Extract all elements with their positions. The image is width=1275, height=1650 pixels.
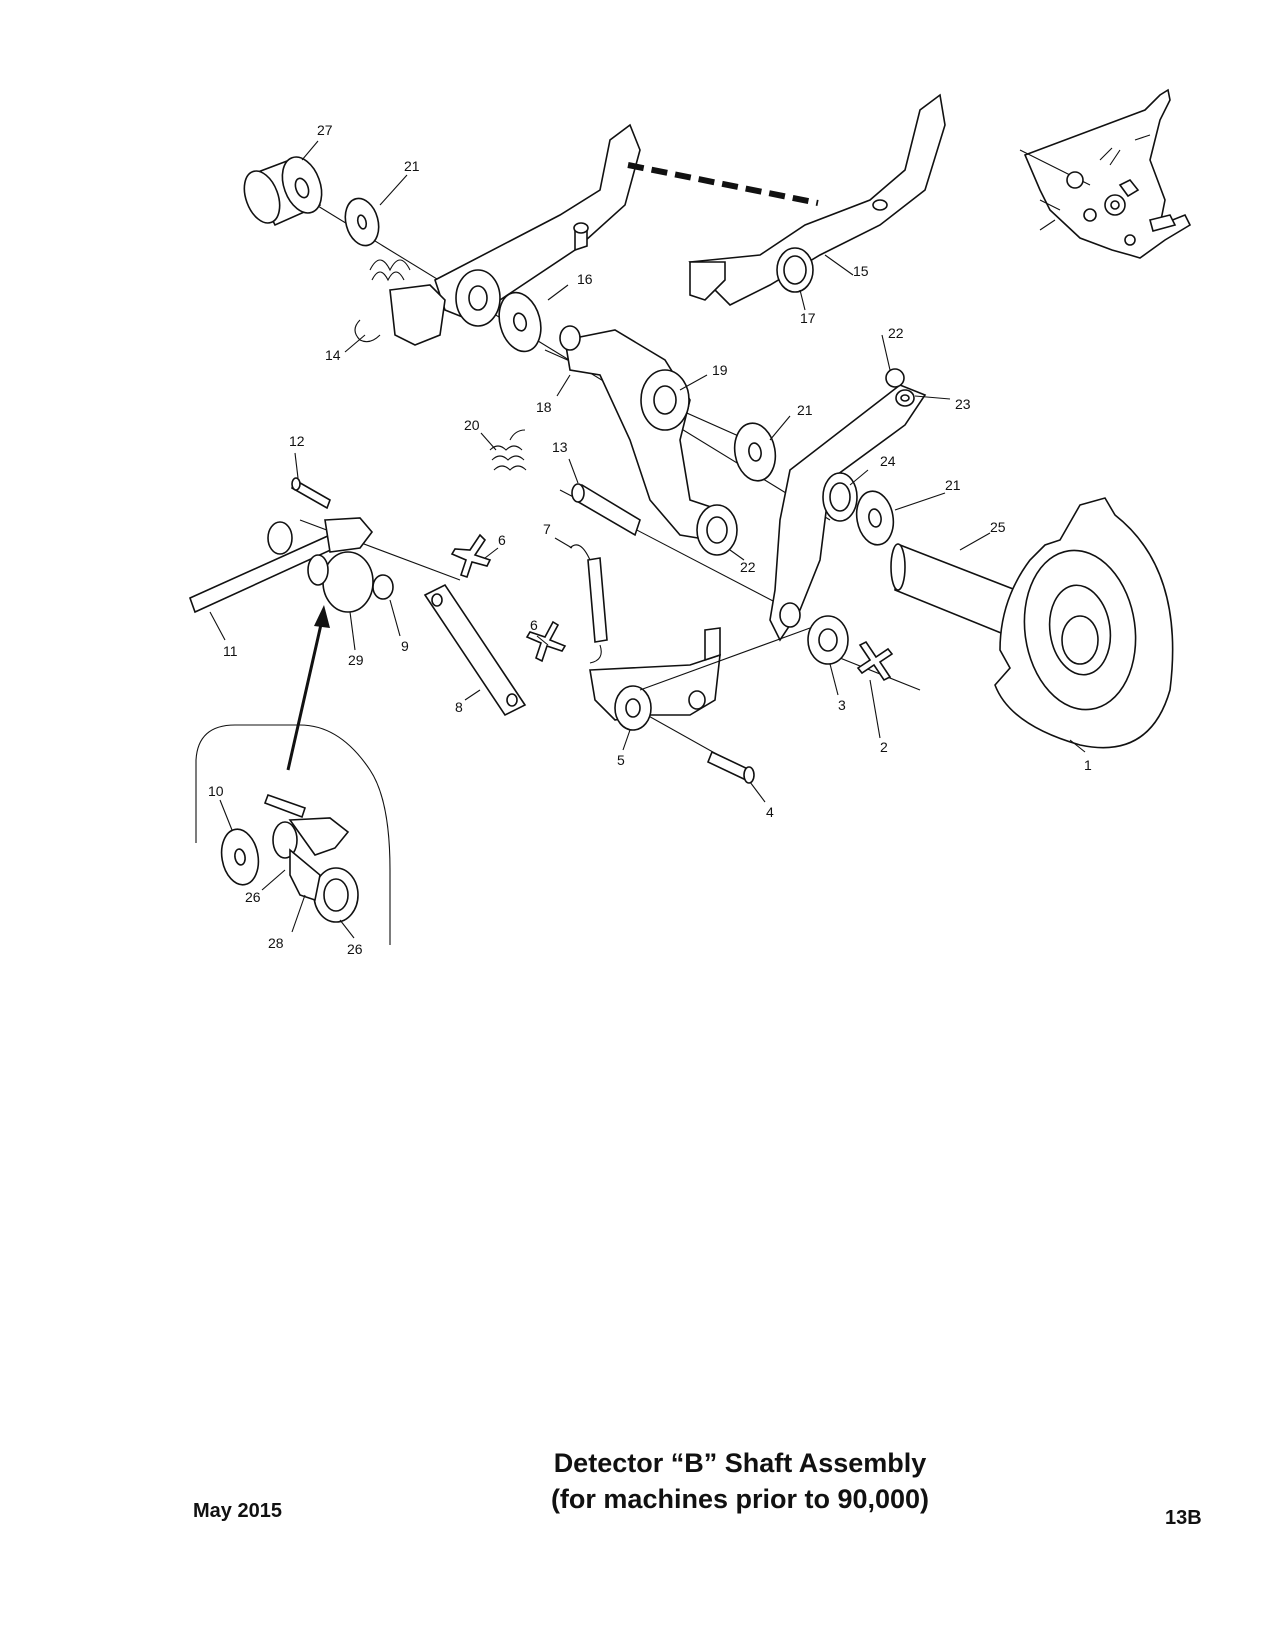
- part-2-clip: [856, 640, 894, 682]
- label-part-28: 28: [268, 935, 284, 951]
- part-6-clip-upper: [450, 533, 492, 579]
- diagram-subtitle: (for machines prior to 90,000): [550, 1484, 930, 1514]
- label-part-17: 17: [800, 310, 816, 326]
- part-10-washer: [220, 828, 260, 886]
- label-part-26-right: 26: [347, 941, 363, 957]
- label-part-4: 4: [766, 804, 774, 820]
- part-8-link: [423, 583, 527, 717]
- label-part-2: 2: [880, 739, 888, 755]
- part-21-washer-middle: [733, 422, 777, 482]
- page-number: 13B: [1165, 1507, 1202, 1529]
- part-28-inset-bracket: [272, 817, 359, 923]
- label-part-8: 8: [455, 699, 463, 715]
- label-part-21-lower: 21: [945, 477, 961, 493]
- part-19-follower-arm: [559, 325, 722, 541]
- label-part-12: 12: [289, 433, 305, 449]
- part-14-spring-block: [354, 259, 446, 346]
- part-17-bushing: [776, 247, 814, 293]
- part-labels: 1 2 3 4 5 6 6 7 8 9 10 11 12 13 14 15 16…: [208, 122, 1092, 957]
- part-4-pin: [706, 750, 755, 784]
- label-part-5: 5: [617, 752, 625, 768]
- label-part-26-left: 26: [245, 889, 261, 905]
- label-part-25: 25: [990, 519, 1006, 535]
- part-13-pin: [571, 483, 641, 537]
- label-part-11: 11: [223, 643, 238, 659]
- label-part-7: 7: [543, 521, 551, 537]
- exploded-parts-diagram: 1 2 3 4 5 6 6 7 8 9 10 11 12 13 14 15 16…: [188, 88, 1192, 957]
- part-21-washer-top: [344, 197, 380, 247]
- label-part-21-top: 21: [404, 158, 420, 174]
- label-part-13: 13: [552, 439, 568, 455]
- part-22-bushing-lower: [696, 504, 738, 556]
- label-part-9: 9: [401, 638, 409, 654]
- label-part-22-lower: 22: [740, 559, 756, 575]
- part-7-spring: [569, 544, 608, 664]
- label-part-22-upper: 22: [888, 325, 904, 341]
- label-part-6-upper: 6: [498, 532, 506, 548]
- part-12-pin: [291, 477, 331, 510]
- label-part-1: 1: [1084, 757, 1092, 773]
- part-main-lever: [769, 384, 927, 642]
- link-rod: [639, 627, 811, 691]
- dashed-connector: [627, 162, 819, 206]
- label-part-16: 16: [577, 271, 593, 287]
- label-part-20: 20: [464, 417, 480, 433]
- arrow-head: [314, 605, 330, 628]
- label-part-14: 14: [325, 347, 341, 363]
- inset-detail-view: [195, 724, 391, 945]
- label-part-19: 19: [712, 362, 728, 378]
- label-part-3: 3: [838, 697, 846, 713]
- part-5-crank: [589, 627, 721, 731]
- machine-thumbnail: [1019, 88, 1192, 259]
- part-1-cam-disc: [994, 497, 1174, 749]
- part-16-washer: [498, 291, 542, 353]
- part-9-stud: [372, 574, 394, 600]
- label-part-24: 24: [880, 453, 896, 469]
- label-part-15: 15: [853, 263, 869, 279]
- label-part-27: 27: [317, 122, 333, 138]
- upper-lever-arm-left: [434, 123, 641, 327]
- part-15-lever-right: [688, 93, 946, 306]
- footer-date: May 2015: [193, 1500, 282, 1522]
- label-part-21-middle: 21: [797, 402, 813, 418]
- leader-lines: [209, 140, 1086, 939]
- arrow-line: [286, 619, 324, 771]
- part-3-bushing: [807, 615, 849, 665]
- part-20-spring: [489, 429, 527, 471]
- label-part-29: 29: [348, 652, 364, 668]
- part-21-washer-lower: [855, 490, 895, 546]
- part-22-bushing-upper: [885, 368, 905, 388]
- label-part-23: 23: [955, 396, 971, 412]
- diagram-title: Detector “B” Shaft Assembly: [553, 1448, 927, 1478]
- part-6-clip-lower: [525, 620, 567, 663]
- part-24-bushing: [822, 472, 858, 522]
- label-part-6-lower: 6: [530, 617, 538, 633]
- part-29-bracket: [267, 517, 374, 613]
- label-part-10: 10: [208, 783, 224, 799]
- part-27-roller: [243, 156, 323, 227]
- label-part-18: 18: [536, 399, 552, 415]
